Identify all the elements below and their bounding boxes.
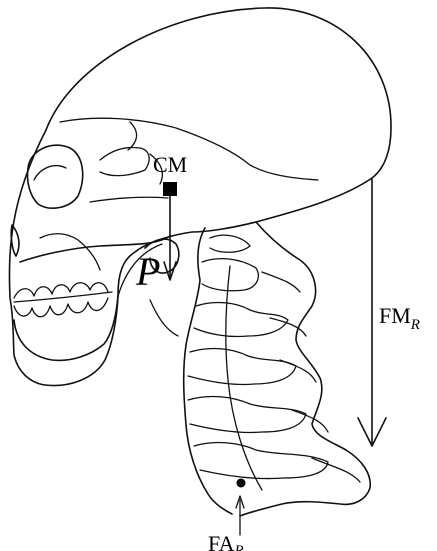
mandible <box>14 296 118 360</box>
vertebra-c5 <box>188 397 306 433</box>
vertebra-c1 <box>210 235 250 252</box>
vertebra-c4 <box>188 349 296 385</box>
axis-force-point <box>237 479 246 488</box>
p-force-label: P <box>135 249 160 294</box>
cm-label: CM <box>153 152 187 177</box>
skull-outline <box>9 8 391 386</box>
sphenoid-line <box>100 148 149 176</box>
spinal-canal <box>226 266 262 490</box>
cranial-suture <box>60 118 318 180</box>
zygomatic-arch <box>90 197 168 202</box>
orbit-inner <box>34 166 66 180</box>
cervical-spine-posterior <box>240 222 370 516</box>
upper-teeth <box>14 283 108 298</box>
neck-front <box>150 300 178 336</box>
cheek-line <box>40 234 100 270</box>
vertebra-c2 <box>202 259 258 291</box>
muscle-force-label: FMR <box>379 303 420 333</box>
bite-line <box>14 292 112 302</box>
axis-force-label: FAR <box>208 531 244 551</box>
center-of-mass-marker <box>163 182 177 196</box>
vertebra-c6 <box>194 443 328 479</box>
